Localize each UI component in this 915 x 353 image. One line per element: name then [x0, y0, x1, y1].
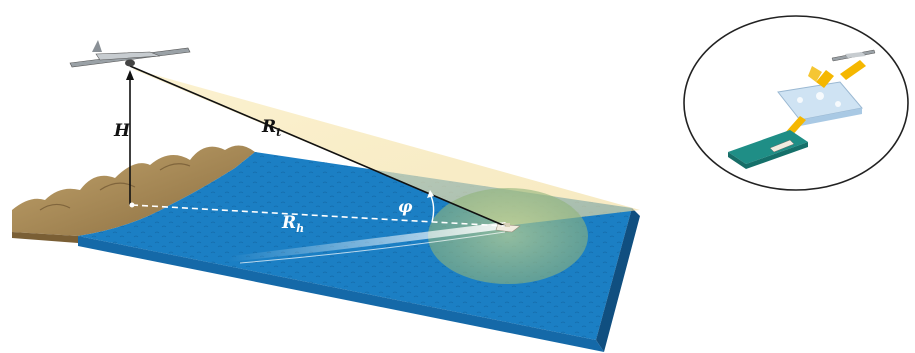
uav-icon [831, 49, 876, 62]
horizontal-range-label: Rh [281, 213, 304, 235]
beam-footprint [428, 188, 588, 284]
height-arrow [126, 70, 135, 208]
inset-scatter-panel [777, 81, 863, 126]
ship-wake [228, 222, 512, 264]
height-label: H [113, 121, 131, 141]
boat-icon [769, 139, 795, 153]
angle-label: φ [398, 197, 413, 216]
coastline-terrain [12, 145, 255, 243]
slant-range-line [129, 65, 506, 227]
radar-beam [130, 68, 640, 226]
horizontal-range-line [131, 204, 506, 227]
slant-range-label: Rt [261, 117, 281, 139]
uav-icon [69, 40, 191, 68]
inset-schematic [683, 15, 909, 191]
inset-target-pad [728, 130, 808, 169]
